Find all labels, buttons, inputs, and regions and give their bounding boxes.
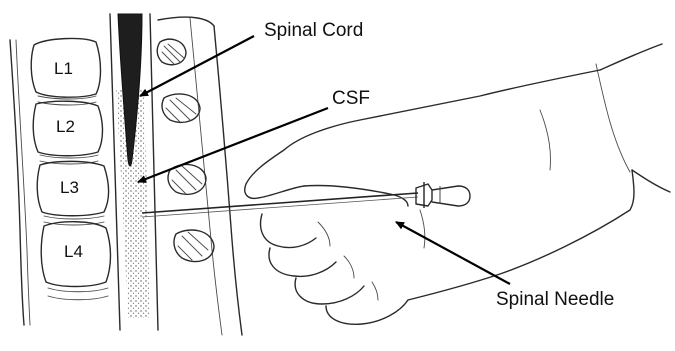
spinal-cord-arrow (140, 36, 254, 96)
vertebra-label-l2: L2 (56, 117, 75, 136)
spinal-needle-arrow (396, 222, 510, 284)
spinous-process-2 (162, 94, 200, 122)
spinous-process-1 (157, 39, 186, 65)
csf-label: CSF (332, 88, 370, 109)
spinal-needle-label: Spinal Needle (496, 289, 614, 310)
vertebra-label-l3: L3 (60, 178, 79, 197)
hand (245, 44, 670, 324)
csf-arrow (138, 108, 328, 182)
spinous-process-4 (174, 230, 214, 262)
back-skin-outline (10, 40, 30, 325)
vertebra-label-l1: L1 (54, 59, 73, 78)
vertebra-label-l4: L4 (64, 242, 83, 261)
spinal-cord-label: Spinal Cord (264, 20, 363, 41)
disc-l4-l5 (48, 288, 108, 300)
